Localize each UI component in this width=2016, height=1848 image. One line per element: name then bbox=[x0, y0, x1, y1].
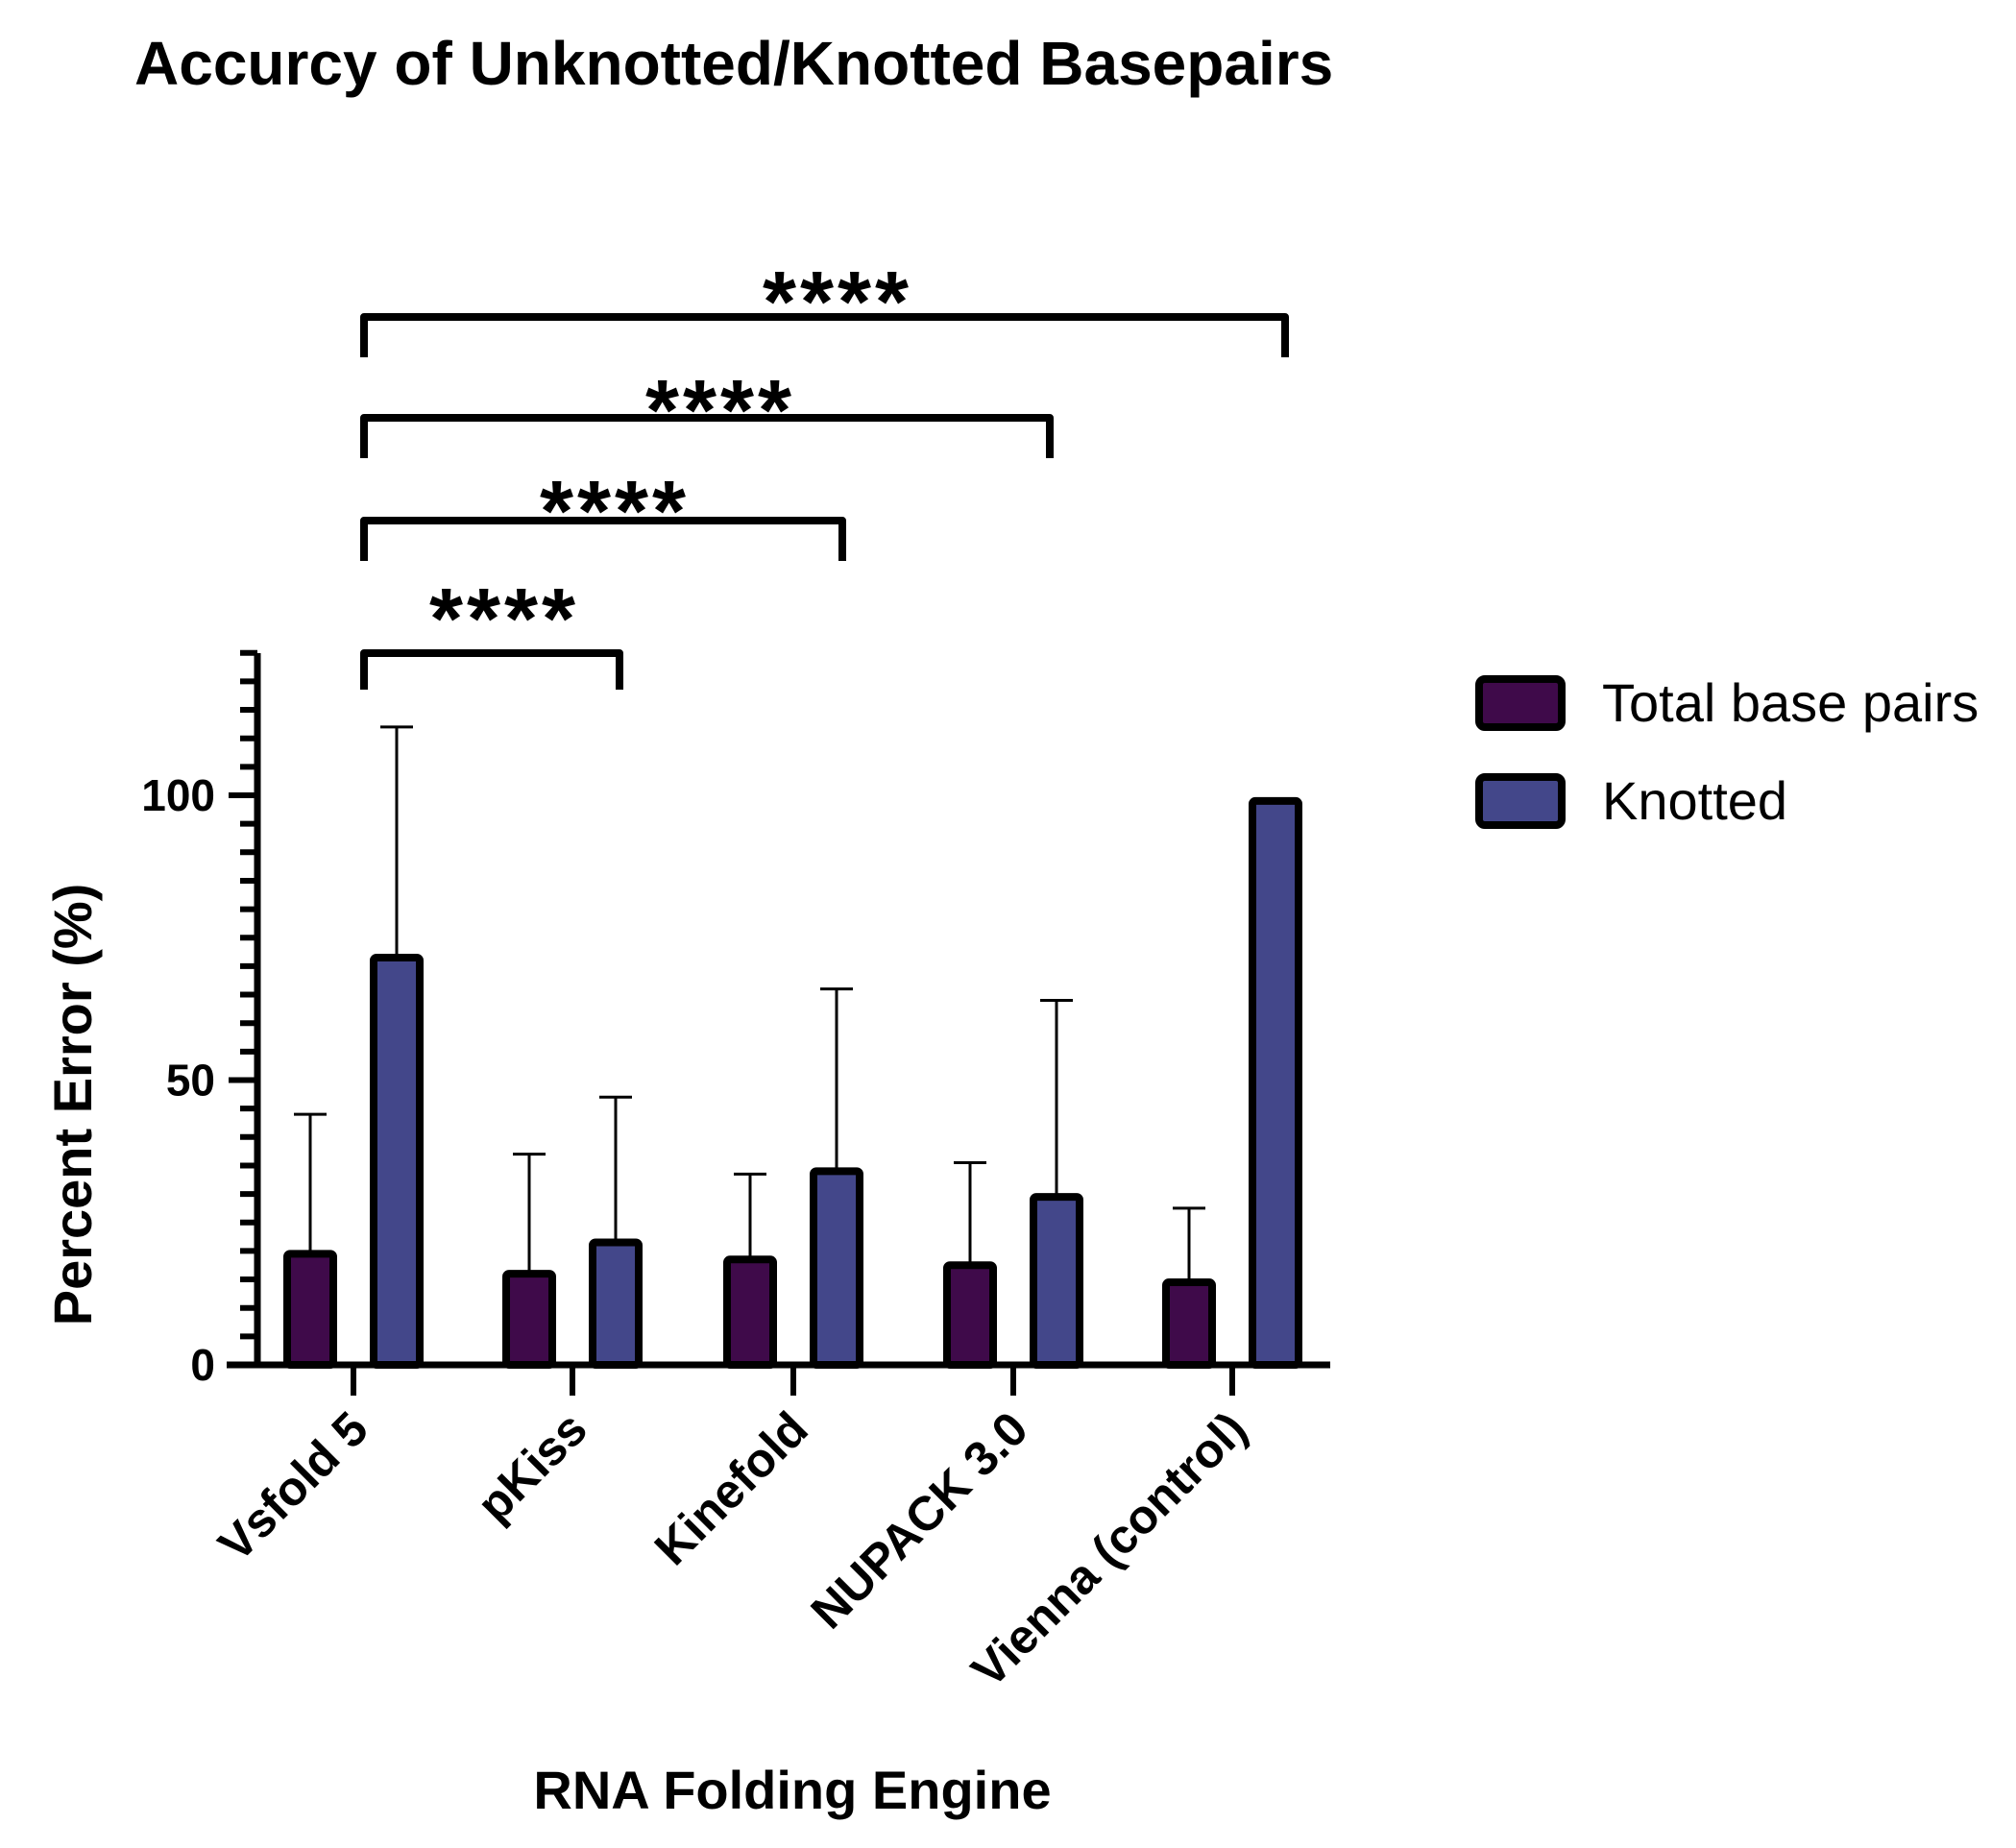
bar bbox=[1249, 796, 1302, 1369]
legend-swatch bbox=[1475, 675, 1566, 731]
y-tick-label: 0 bbox=[190, 1340, 215, 1390]
legend-label: Knotted bbox=[1602, 770, 1787, 831]
bar bbox=[1030, 1193, 1083, 1369]
x-axis-title: RNA Folding Engine bbox=[533, 1760, 1051, 1820]
x-tick-label: Vsfold 5 bbox=[208, 1401, 378, 1571]
bar bbox=[370, 954, 424, 1369]
bar bbox=[943, 1261, 997, 1369]
legend-label: Total base pairs bbox=[1602, 672, 1979, 733]
legend-swatch bbox=[1475, 773, 1566, 829]
y-tick-label: 100 bbox=[141, 770, 215, 820]
x-tick-label: Kinefold bbox=[644, 1401, 818, 1575]
significance-bracket bbox=[360, 414, 1054, 458]
significance-label: **** bbox=[645, 363, 795, 459]
bar bbox=[1162, 1278, 1216, 1370]
significance-bracket bbox=[360, 649, 623, 690]
y-tick-label: 50 bbox=[166, 1056, 215, 1106]
bar bbox=[502, 1270, 556, 1369]
bar bbox=[589, 1238, 643, 1370]
chart-title: Accurcy of Unknotted/Knotted Basepairs bbox=[134, 29, 1333, 98]
significance-bracket bbox=[360, 313, 1289, 357]
significance-label: **** bbox=[540, 464, 690, 560]
significance-label: **** bbox=[429, 571, 579, 668]
x-tick-label: NUPACK 3.0 bbox=[801, 1401, 1038, 1639]
significance-label: **** bbox=[763, 255, 912, 351]
bar bbox=[810, 1167, 863, 1369]
y-axis-title: Percent Error (%) bbox=[42, 884, 103, 1326]
bar bbox=[283, 1250, 337, 1369]
significance-bracket bbox=[360, 517, 846, 561]
x-tick-label: pKiss bbox=[467, 1401, 597, 1532]
bar bbox=[723, 1255, 777, 1370]
